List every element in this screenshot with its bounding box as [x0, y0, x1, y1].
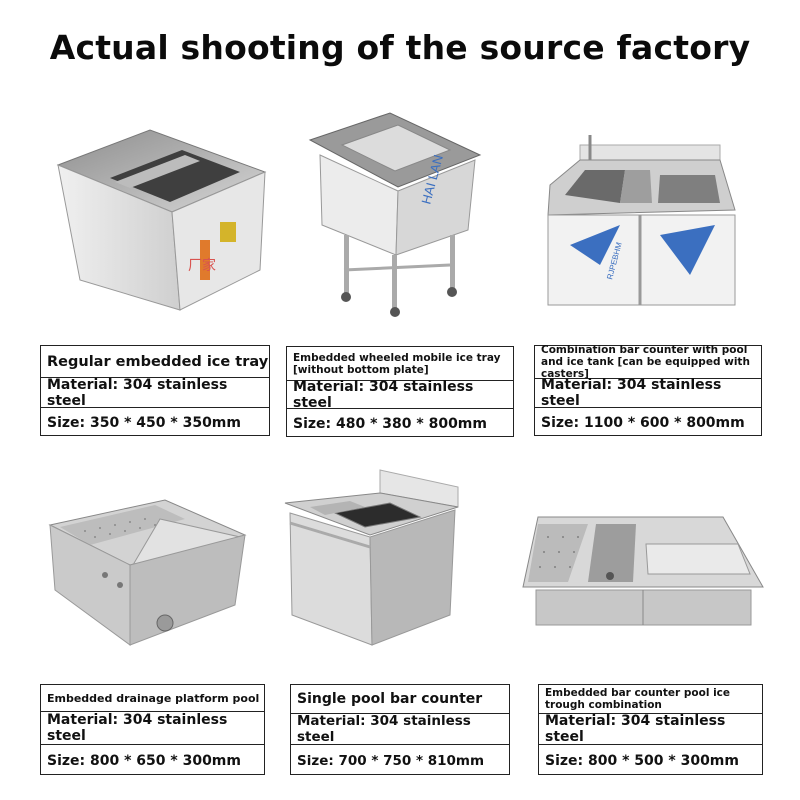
- product-name: Combination bar counter with pool and ic…: [541, 344, 750, 380]
- product-photo-single-pool-counter: [284, 469, 459, 646]
- page-title: Actual shooting of the source factory: [49, 28, 751, 67]
- product-size: Size: 800 * 650 * 300mm: [41, 744, 264, 776]
- product-size: Size: 480 * 380 * 800mm: [287, 408, 513, 438]
- product-name: Single pool bar counter: [297, 691, 483, 707]
- product-size: Size: 350 * 450 * 350mm: [41, 407, 269, 437]
- product-photo-mobile-ice-tray: HAI LAN: [308, 112, 482, 317]
- product-name: Embedded drainage platform pool: [47, 691, 260, 705]
- product-material: Material: 304 stainless steel: [535, 377, 761, 409]
- product-material: Material: 304 stainless steel: [539, 713, 762, 745]
- brand-mark: 厂家: [188, 257, 216, 273]
- product-photo-pool-ice-trough: [522, 516, 764, 626]
- spec-card-5: Embedded bar counter pool ice trough com…: [538, 684, 763, 775]
- product-name: Regular embedded ice tray: [47, 353, 269, 370]
- spec-card-2: Combination bar counter with pool and ic…: [534, 344, 762, 437]
- product-size: Size: 800 * 500 * 300mm: [539, 744, 762, 776]
- product-photo-ice-tray: 厂家: [56, 129, 267, 311]
- product-photo-drainage-pool: [48, 499, 247, 646]
- product-name: Embedded bar counter pool ice trough com…: [545, 687, 731, 711]
- product-size: Size: 700 * 750 * 810mm: [291, 744, 509, 776]
- spec-card-0: Regular embedded ice tray Material: 304 …: [40, 345, 270, 436]
- product-material: Material: 304 stainless steel: [291, 713, 509, 745]
- product-material: Material: 304 stainless steel: [41, 377, 269, 409]
- product-name: Embedded wheeled mobile ice tray [withou…: [293, 351, 501, 376]
- product-size: Size: 1100 * 600 * 800mm: [535, 407, 761, 437]
- spec-card-3: Embedded drainage platform pool Material…: [40, 684, 265, 775]
- product-photo-bar-counter-pool: RJPEBHM: [547, 135, 736, 306]
- product-material: Material: 304 stainless steel: [287, 379, 513, 411]
- product-material: Material: 304 stainless steel: [41, 711, 264, 744]
- spec-card-4: Single pool bar counter Material: 304 st…: [290, 684, 510, 775]
- spec-card-1: Embedded wheeled mobile ice tray [withou…: [286, 346, 514, 437]
